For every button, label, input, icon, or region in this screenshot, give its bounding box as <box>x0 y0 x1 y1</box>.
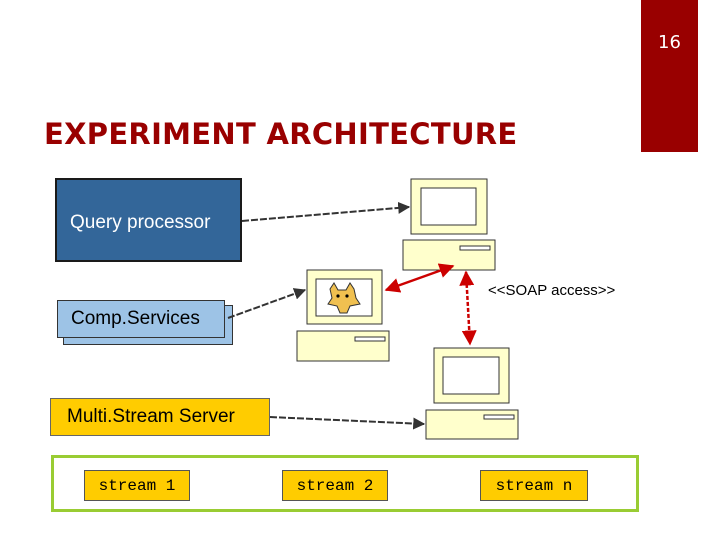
soap-arrow-bottom <box>459 270 477 346</box>
comp-services-label: Comp.Services <box>71 308 200 329</box>
page-number: 16 <box>658 32 681 53</box>
computer-icon <box>402 178 496 271</box>
stream-label-1: stream 1 <box>98 476 176 495</box>
computer-icon <box>296 269 390 362</box>
stream-box-1: stream 1 <box>84 470 190 501</box>
multistream-server-box: Multi.Stream Server <box>50 398 270 436</box>
page-number-badge: 16 <box>641 0 698 152</box>
tomcat-logo-icon <box>327 282 361 314</box>
stream-label-2: stream 2 <box>296 476 374 495</box>
stream-box-n: stream n <box>480 470 588 501</box>
query-processor-box: Query processor <box>55 178 242 262</box>
comp-services-box: Comp.Services <box>57 300 225 338</box>
query-processor-label: Query processor <box>70 212 211 233</box>
computer-icon <box>425 347 519 440</box>
query-to-computer-arrow <box>241 201 411 222</box>
server-to-computer-arrow <box>269 416 426 430</box>
slide-title: EXPERIMENT ARCHITECTURE <box>44 117 518 151</box>
soap-arrow-middle <box>384 263 455 293</box>
stream-label-n: stream n <box>495 476 573 495</box>
soap-access-label: <<SOAP access>> <box>488 282 616 299</box>
stream-box-2: stream 2 <box>282 470 388 501</box>
multistream-server-label: Multi.Stream Server <box>67 406 235 427</box>
comp-to-computer-arrow <box>227 288 307 319</box>
